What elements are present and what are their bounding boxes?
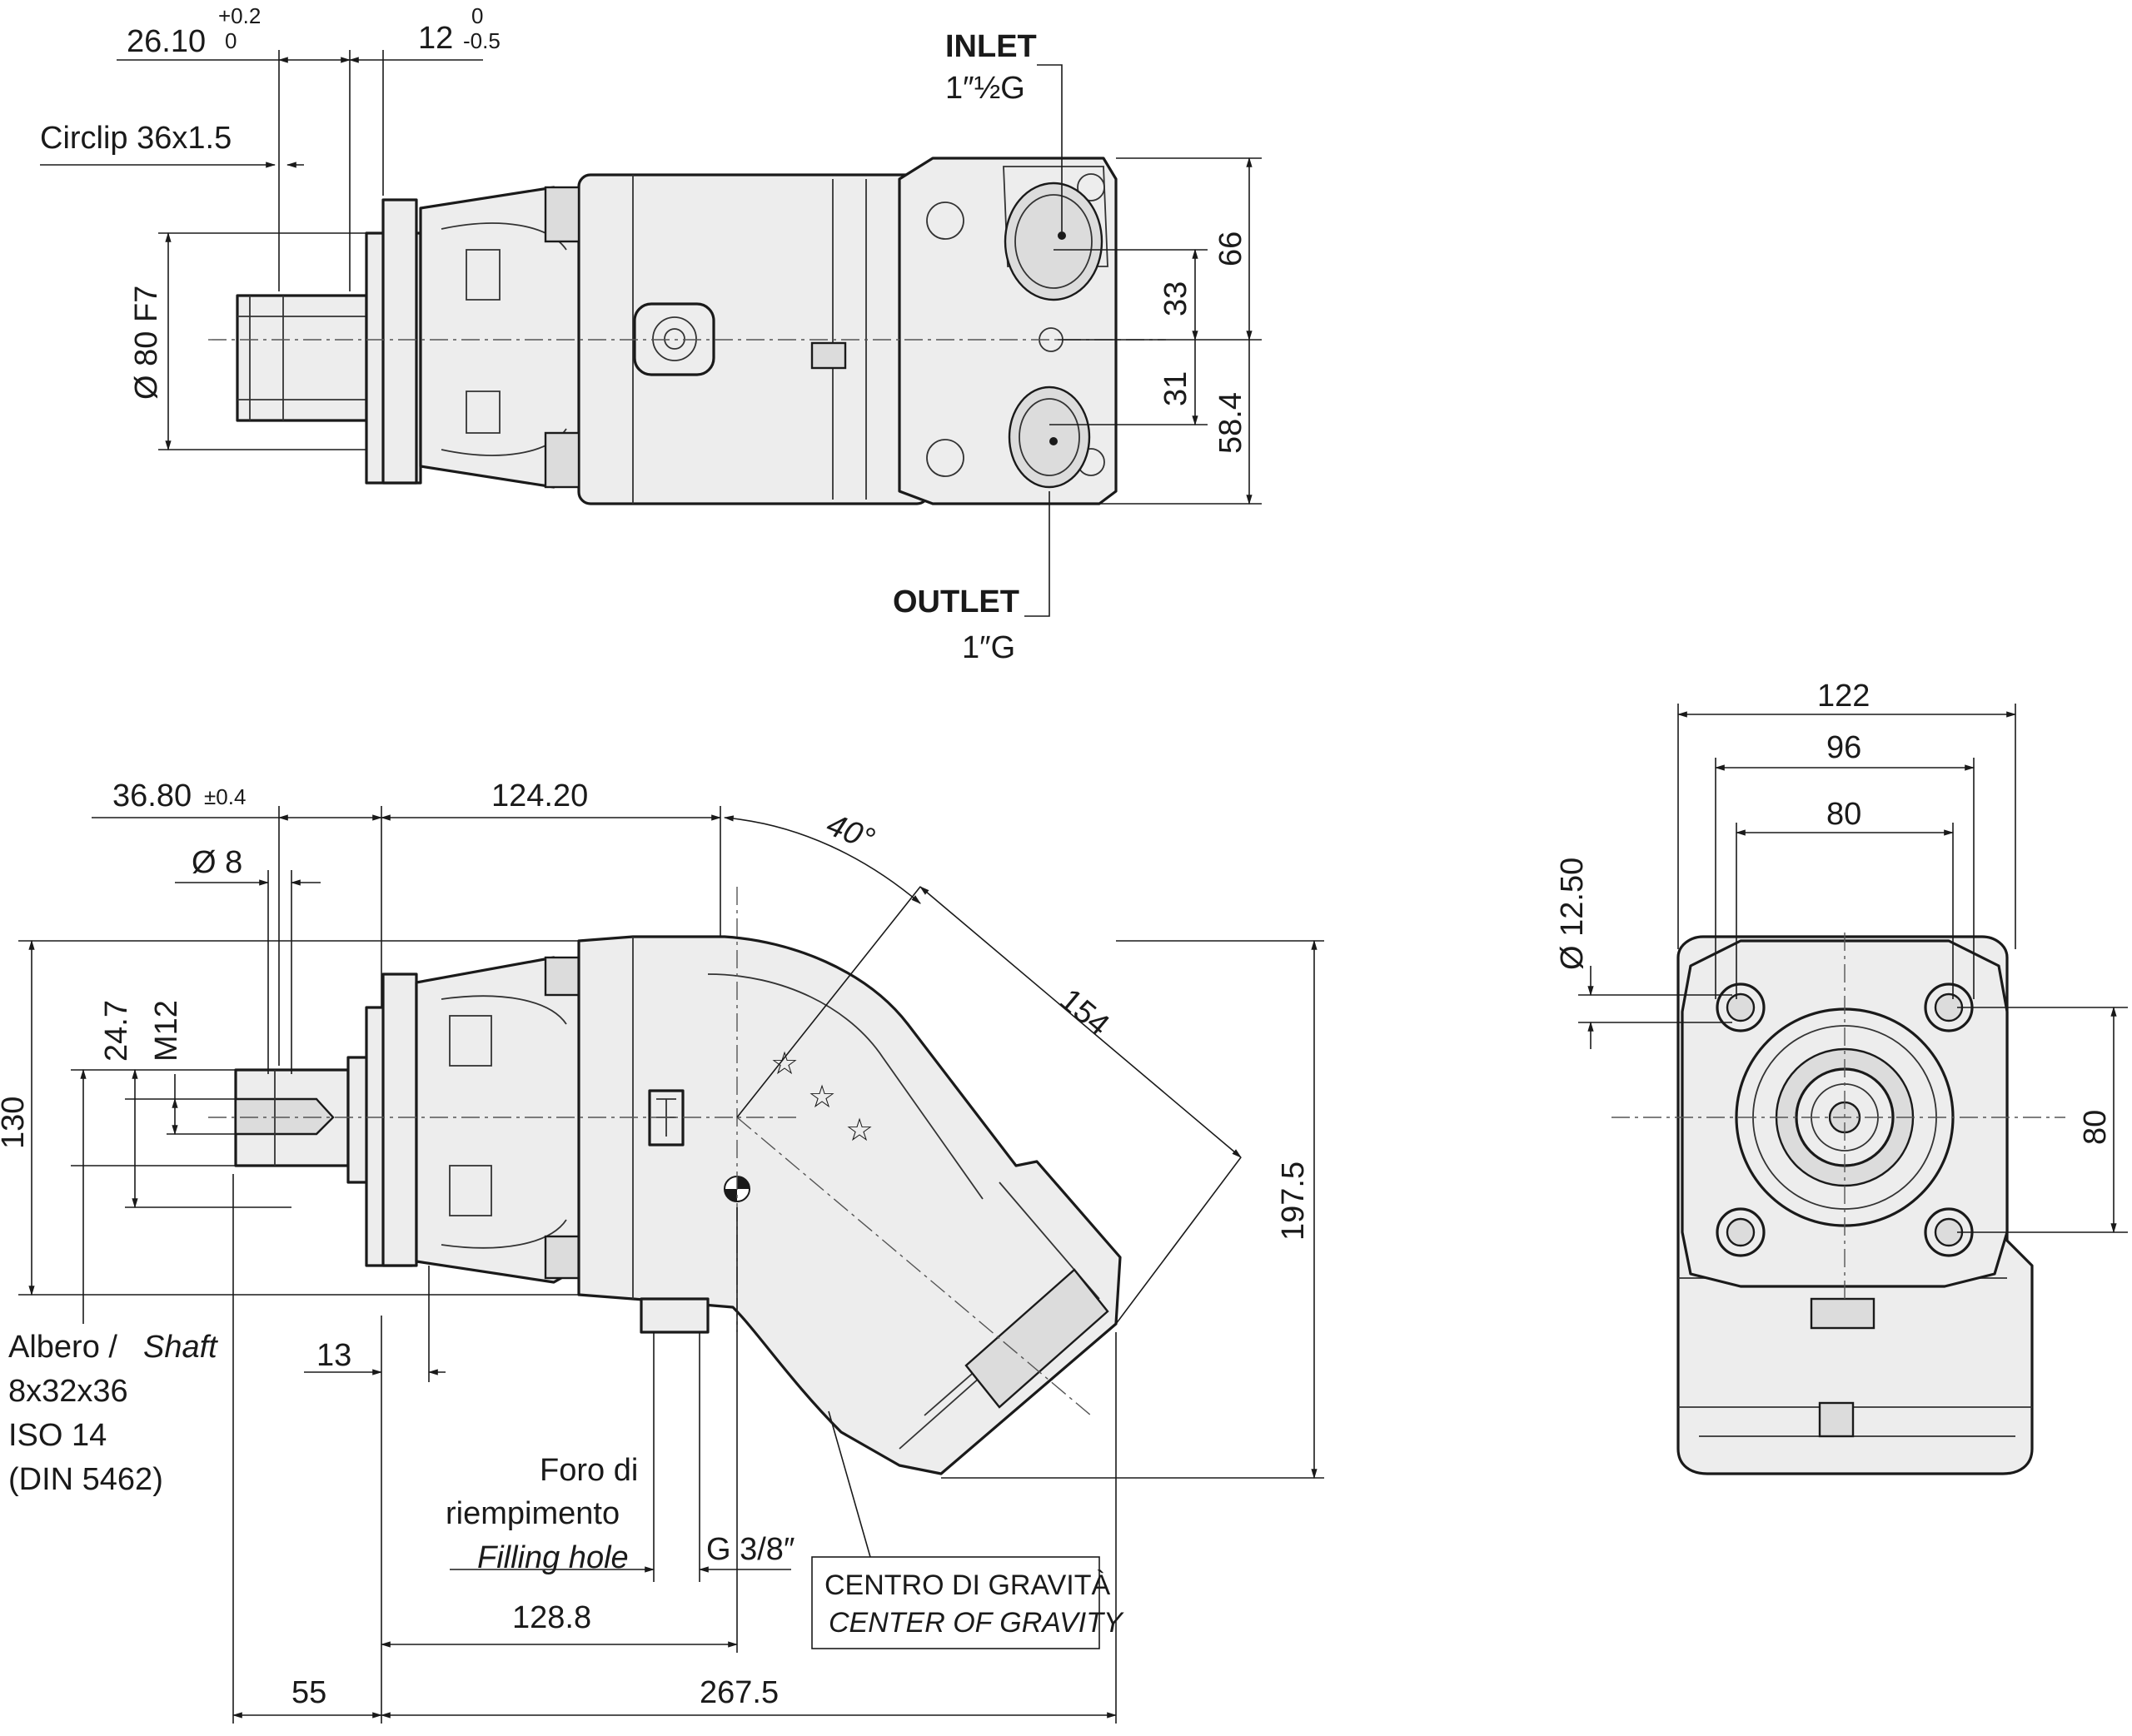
dim-66-label: 66 [1213,231,1248,266]
dim-80-h-label: 80 [1826,797,1861,832]
cog-label-en: CENTER OF GRAVITY [829,1607,1124,1639]
thread-m12-label: M12 [149,1000,184,1062]
dim-55-label: 55 [291,1675,326,1710]
side-neck [415,956,585,1284]
dim-31-label: 31 [1158,371,1193,406]
side-view: ☆ ☆ ☆ 36.80 ±0.4 124.20 40° Ø 8 154 [0,778,1324,1724]
dim-12-label: 12 [418,21,453,56]
outlet-thread: 1″G [962,630,1015,665]
dim-36-tol: ±0.4 [204,784,246,809]
dim-24-label: 24.7 [99,1000,134,1062]
filling-hole-boss [640,1297,710,1334]
circlip-label: Circlip 36x1.5 [40,121,232,156]
top-view: 26.10 +0.2 0 12 0 -0.5 Circlip 36x1.5 Ø … [40,3,1262,665]
front-view: 122 96 80 Ø 12.50 80 [1555,679,2128,1475]
inlet-label: INLET [945,29,1037,64]
dia-12-label: Ø 12.50 [1555,858,1590,970]
dim-33-label: 33 [1158,281,1193,316]
inlet-thread: 1″½G [945,71,1025,106]
dim-36-label: 36.80 [112,778,192,813]
shaft-spec-1: 8x32x36 [8,1374,128,1409]
dim-122-label: 122 [1817,679,1870,714]
dim-124-label: 124.20 [491,778,588,813]
dim-26-tol-upper: +0.2 [218,3,261,28]
shaft-label-en: Shaft [143,1330,218,1365]
shaft-spec-2: ISO 14 [8,1418,107,1453]
dia-80-label: Ø 80 F7 [129,286,164,400]
dim-197-label: 197.5 [1276,1161,1311,1241]
shaft-spec-3: (DIN 5462) [8,1462,163,1497]
dim-12-tol-upper: 0 [471,3,483,28]
shaft-label-it: Albero / [8,1330,117,1365]
star-icon: ☆ [770,1047,799,1082]
filling-hole-en: Filling hole [477,1540,629,1575]
dim-12-tol-lower: -0.5 [463,28,501,53]
inlet-port [1004,182,1103,301]
star-icon: ☆ [845,1113,874,1148]
side-housing [577,935,1122,1475]
angle-label: 40° [822,807,879,857]
cog-label-box [811,1556,1100,1649]
filling-hole-it-1: Foro di [540,1453,638,1488]
dim-80-v-label: 80 [2078,1110,2113,1145]
filling-hole-it-2: riempimento [446,1496,620,1531]
top-knob [633,302,715,376]
dim-26-tol-lower: 0 [225,28,237,53]
dim-13-label: 13 [316,1338,351,1373]
dim-154-label: 154 [1053,982,1116,1043]
dia-8-label: Ø 8 [192,845,242,880]
top-flange-plate [381,198,418,485]
top-shaft [236,294,368,422]
cog-label-it: CENTRO DI GRAVITÀ [824,1569,1110,1601]
dim-96-label: 96 [1826,730,1861,765]
outlet-label: OUTLET [893,584,1019,619]
star-icon: ☆ [808,1080,836,1115]
dim-130-label: 130 [0,1097,31,1149]
dim-58-label: 58.4 [1213,392,1248,454]
dim-128-label: 128.8 [512,1600,591,1635]
dim-267-label: 267.5 [700,1675,779,1710]
outlet-port [1008,386,1091,489]
dim-26-label: 26.10 [127,24,206,59]
g38-label: G 3/8″ [706,1532,795,1567]
